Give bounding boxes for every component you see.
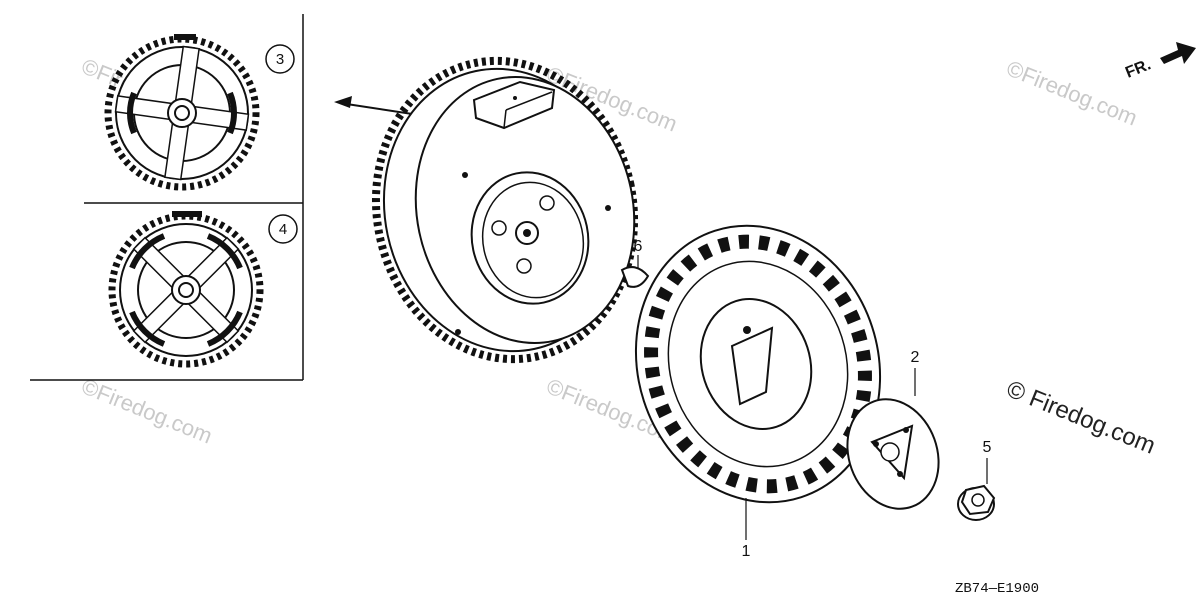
front-arrow-icon bbox=[1160, 42, 1196, 64]
part-label-5: 5 bbox=[983, 439, 992, 456]
inset-label-4: 4 bbox=[279, 221, 287, 238]
watermark-4: ©Firedog.com bbox=[78, 373, 216, 448]
inset-gear-3 bbox=[104, 34, 260, 191]
key-part-6: 6 bbox=[620, 238, 650, 288]
watermark-3: ©Firedog.com bbox=[1003, 55, 1141, 130]
front-direction-marker: FR. bbox=[1123, 42, 1196, 82]
inset-callout-4: 4 bbox=[268, 214, 298, 244]
cooling-fan-part-1: 1 bbox=[634, 224, 882, 560]
inset-frame bbox=[30, 14, 304, 381]
inset-label-3: 3 bbox=[276, 51, 284, 68]
part-label-1: 1 bbox=[742, 543, 751, 560]
flange-nut-part-5: 5 bbox=[957, 439, 996, 521]
part-label-6: 6 bbox=[634, 238, 643, 255]
flywheel-ring-gear bbox=[371, 56, 639, 364]
inset-gear-4 bbox=[108, 211, 264, 368]
front-marker-text: FR. bbox=[1123, 56, 1153, 81]
fan-plate-part-2: 2 bbox=[846, 349, 940, 510]
diagram-code: ZB74—E1900 bbox=[955, 581, 1039, 597]
inset-callout-3: 3 bbox=[265, 44, 295, 74]
part-label-2: 2 bbox=[911, 349, 920, 366]
watermark-main: © Firedog.com bbox=[1003, 376, 1159, 460]
